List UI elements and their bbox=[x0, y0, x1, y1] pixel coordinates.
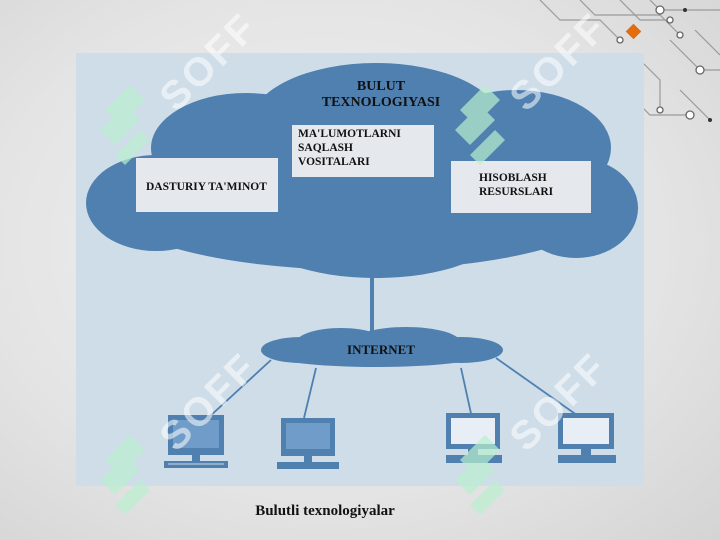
circuit-decoration bbox=[539, 0, 720, 122]
internet-label: INTERNET bbox=[347, 342, 415, 357]
storage-label: MA'LUMOTLARNI SAQLASH VOSITALARI bbox=[298, 128, 401, 168]
software-label: DASTURIY TA'MINOT bbox=[146, 181, 267, 193]
desktop-computer-icon bbox=[277, 418, 339, 469]
software-box: DASTURIY TA'MINOT bbox=[136, 158, 278, 212]
internet-cloud bbox=[261, 327, 503, 367]
network-links bbox=[207, 357, 582, 419]
cloud-diagram: BULUT TEXNOLOGIYASI MA'LUMOTLARNI SAQLAS… bbox=[76, 53, 644, 486]
compute-label: HISOBLASH RESURSLARI bbox=[479, 172, 554, 198]
desktop-computer-icon bbox=[164, 415, 228, 468]
monitor-icon bbox=[446, 413, 502, 463]
monitor-icon bbox=[558, 413, 616, 463]
storage-box: MA'LUMOTLARNI SAQLASH VOSITALARI bbox=[292, 125, 434, 177]
diagram-title: BULUT TEXNOLOGIYASI bbox=[321, 79, 441, 110]
diagram-graphic bbox=[86, 63, 638, 469]
compute-box: HISOBLASH RESURSLARI bbox=[451, 161, 591, 213]
diagram-caption: Bulutli texnologiyalar bbox=[255, 503, 395, 519]
